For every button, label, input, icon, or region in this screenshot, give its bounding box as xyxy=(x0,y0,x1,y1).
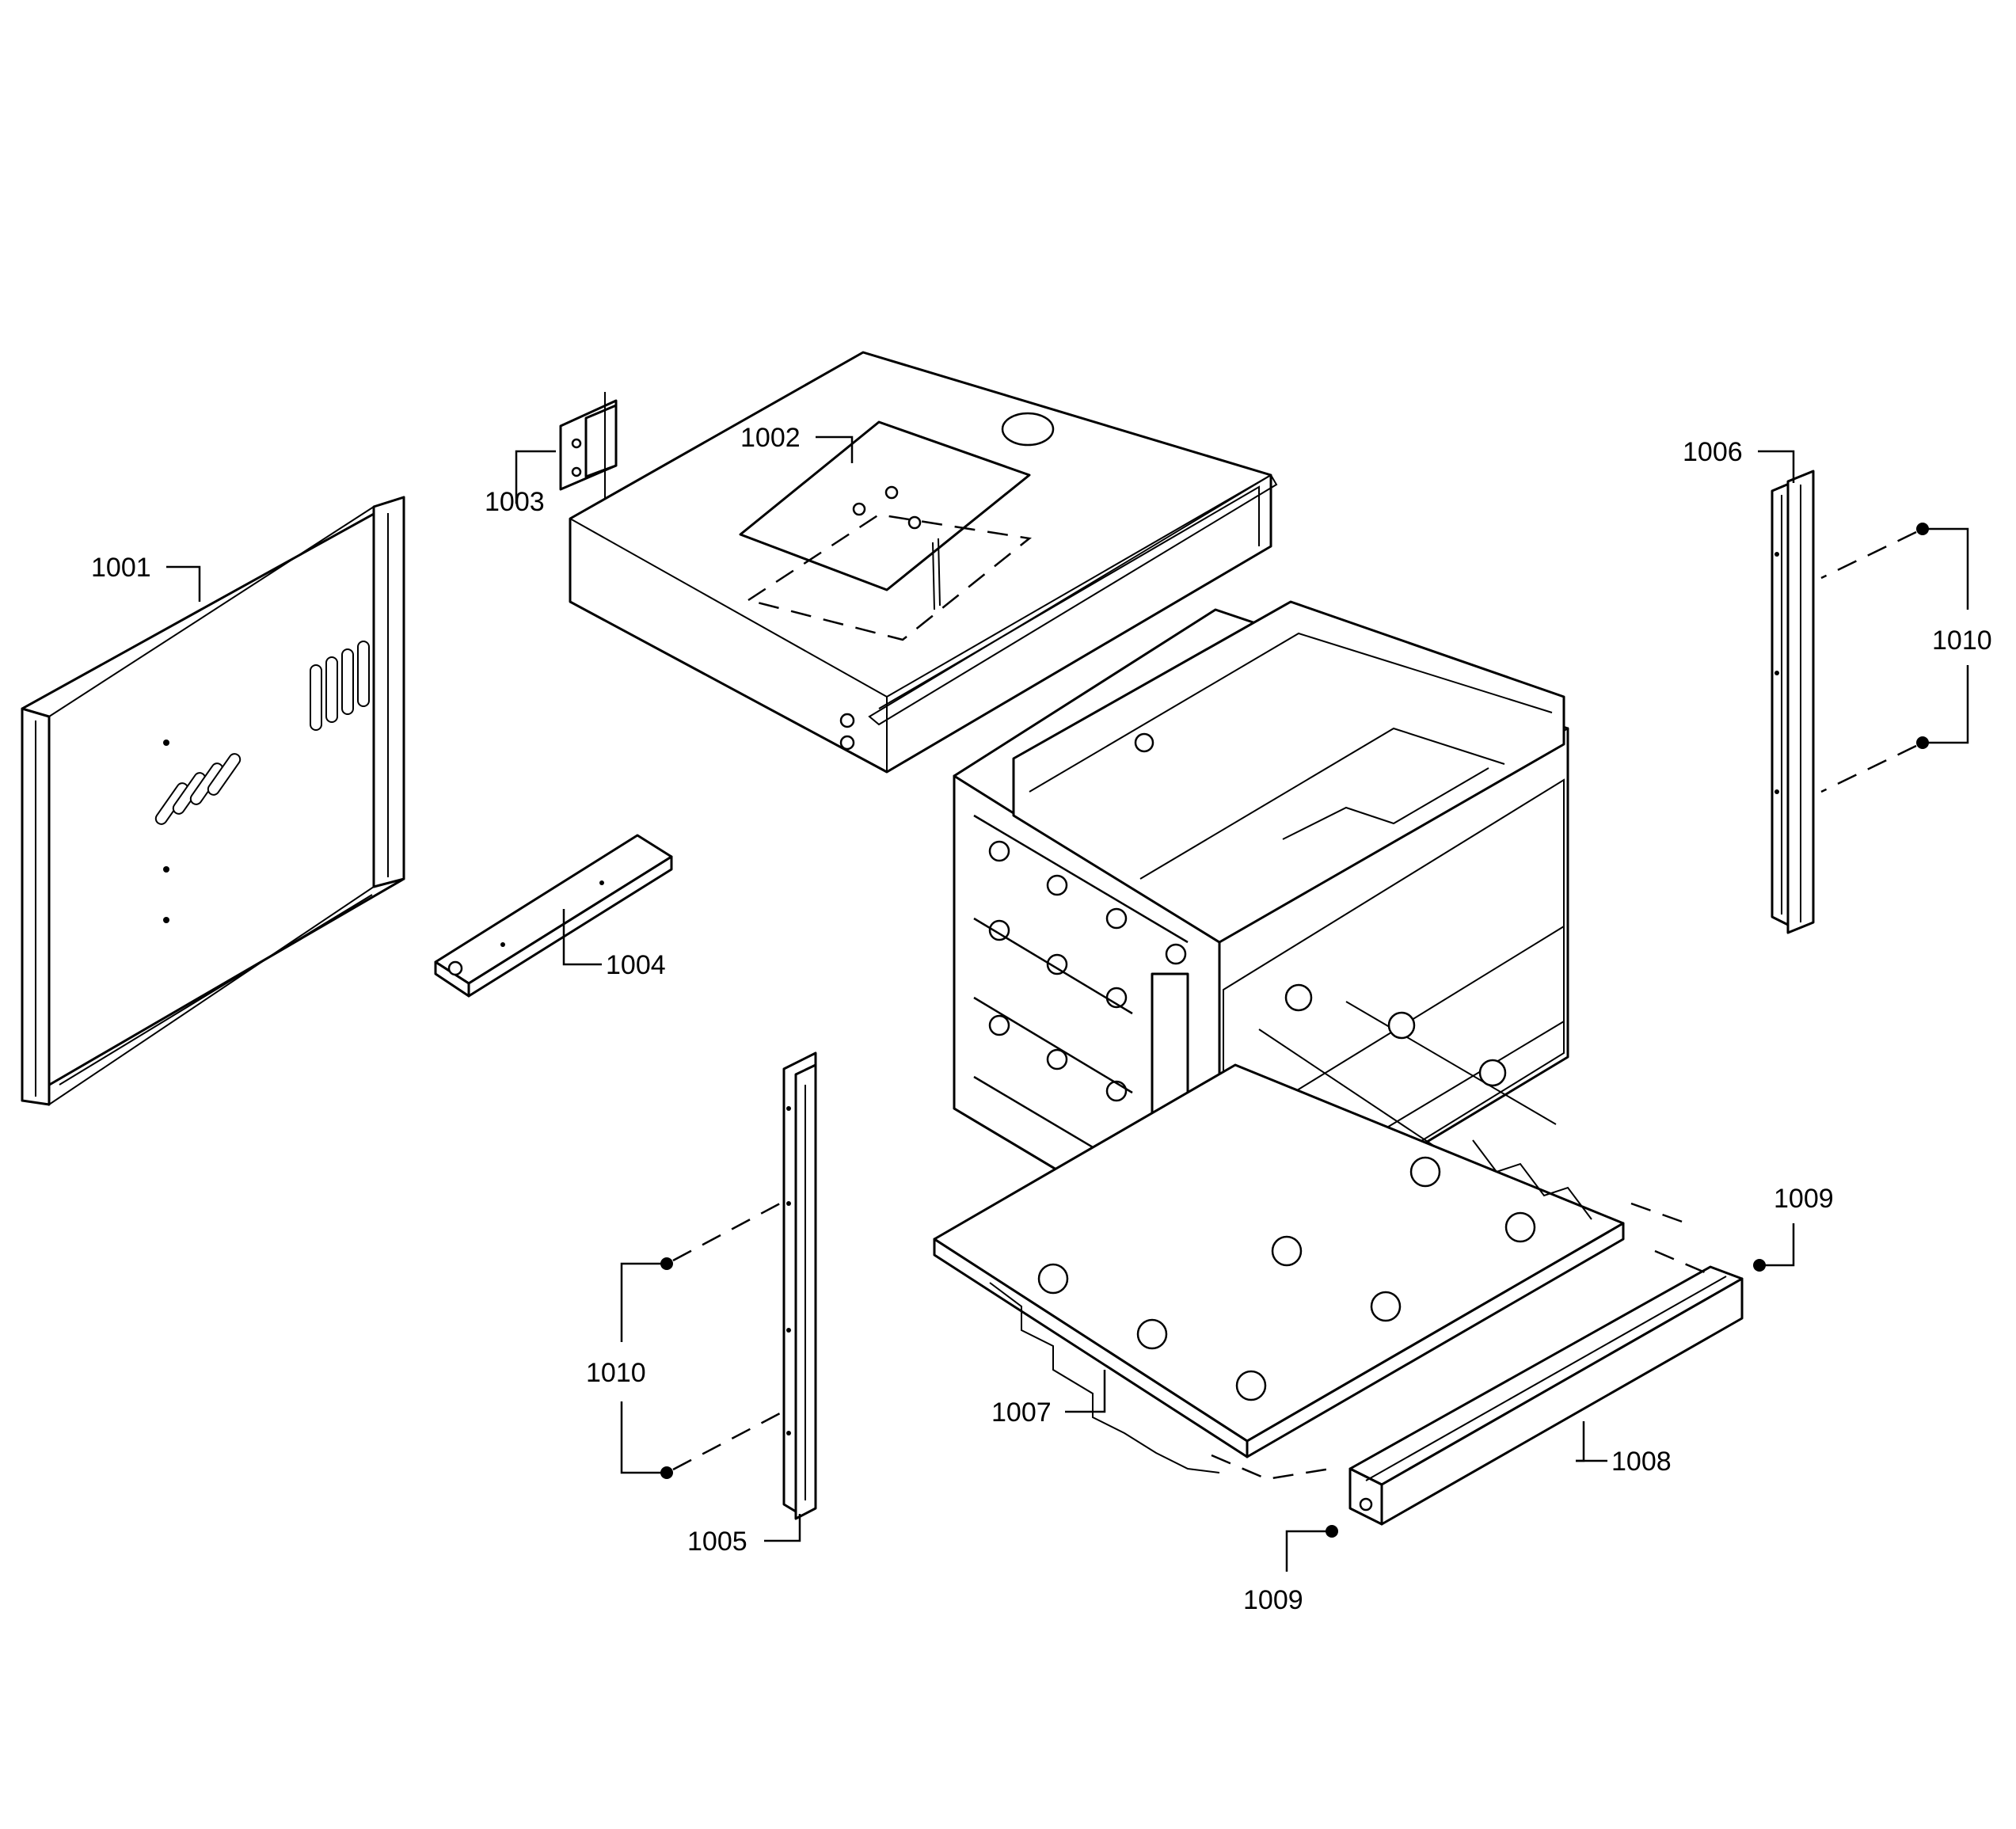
assembly-lines xyxy=(672,530,1917,1481)
vent-slots-lower xyxy=(154,753,242,825)
screw-1010-right-lower xyxy=(1916,736,1929,749)
part-1001-side-panel xyxy=(21,496,405,1106)
part-1002-top-cover xyxy=(569,351,1278,774)
screw-1010-left-lower xyxy=(660,1466,673,1479)
label-1009-top: 1009 xyxy=(1774,1184,1834,1214)
label-1009-bottom: 1009 xyxy=(1243,1585,1303,1615)
label-1008: 1008 xyxy=(1611,1447,1672,1477)
part-labels: 1001 1002 1003 1004 1005 1006 1007 1008 … xyxy=(91,423,1992,1615)
part-1006-right-rail xyxy=(1771,470,1815,934)
label-1010-right: 1010 xyxy=(1932,626,1992,656)
screw-1009-top xyxy=(1753,1259,1766,1272)
part-1004-strip xyxy=(434,834,673,998)
label-1007: 1007 xyxy=(991,1397,1052,1428)
part-1007-base-tray xyxy=(933,1063,1625,1473)
screw-1010-right-upper xyxy=(1916,523,1929,535)
screws xyxy=(660,523,1929,1538)
part-1005-left-rail xyxy=(782,1051,817,1520)
leader-lines xyxy=(166,435,1969,1572)
part-1008-front-trim xyxy=(1348,1265,1744,1526)
label-1001: 1001 xyxy=(91,553,151,583)
label-1010-left: 1010 xyxy=(586,1358,646,1388)
screw-1010-left-upper xyxy=(660,1257,673,1270)
part-1003-bracket xyxy=(559,392,618,499)
label-1002: 1002 xyxy=(740,423,801,453)
label-1004: 1004 xyxy=(606,950,666,980)
vent-slots-upper xyxy=(310,641,370,731)
label-1005: 1005 xyxy=(687,1527,747,1557)
screw-1009-bottom xyxy=(1326,1525,1338,1538)
label-1003: 1003 xyxy=(485,487,545,517)
label-1006: 1006 xyxy=(1683,437,1743,467)
